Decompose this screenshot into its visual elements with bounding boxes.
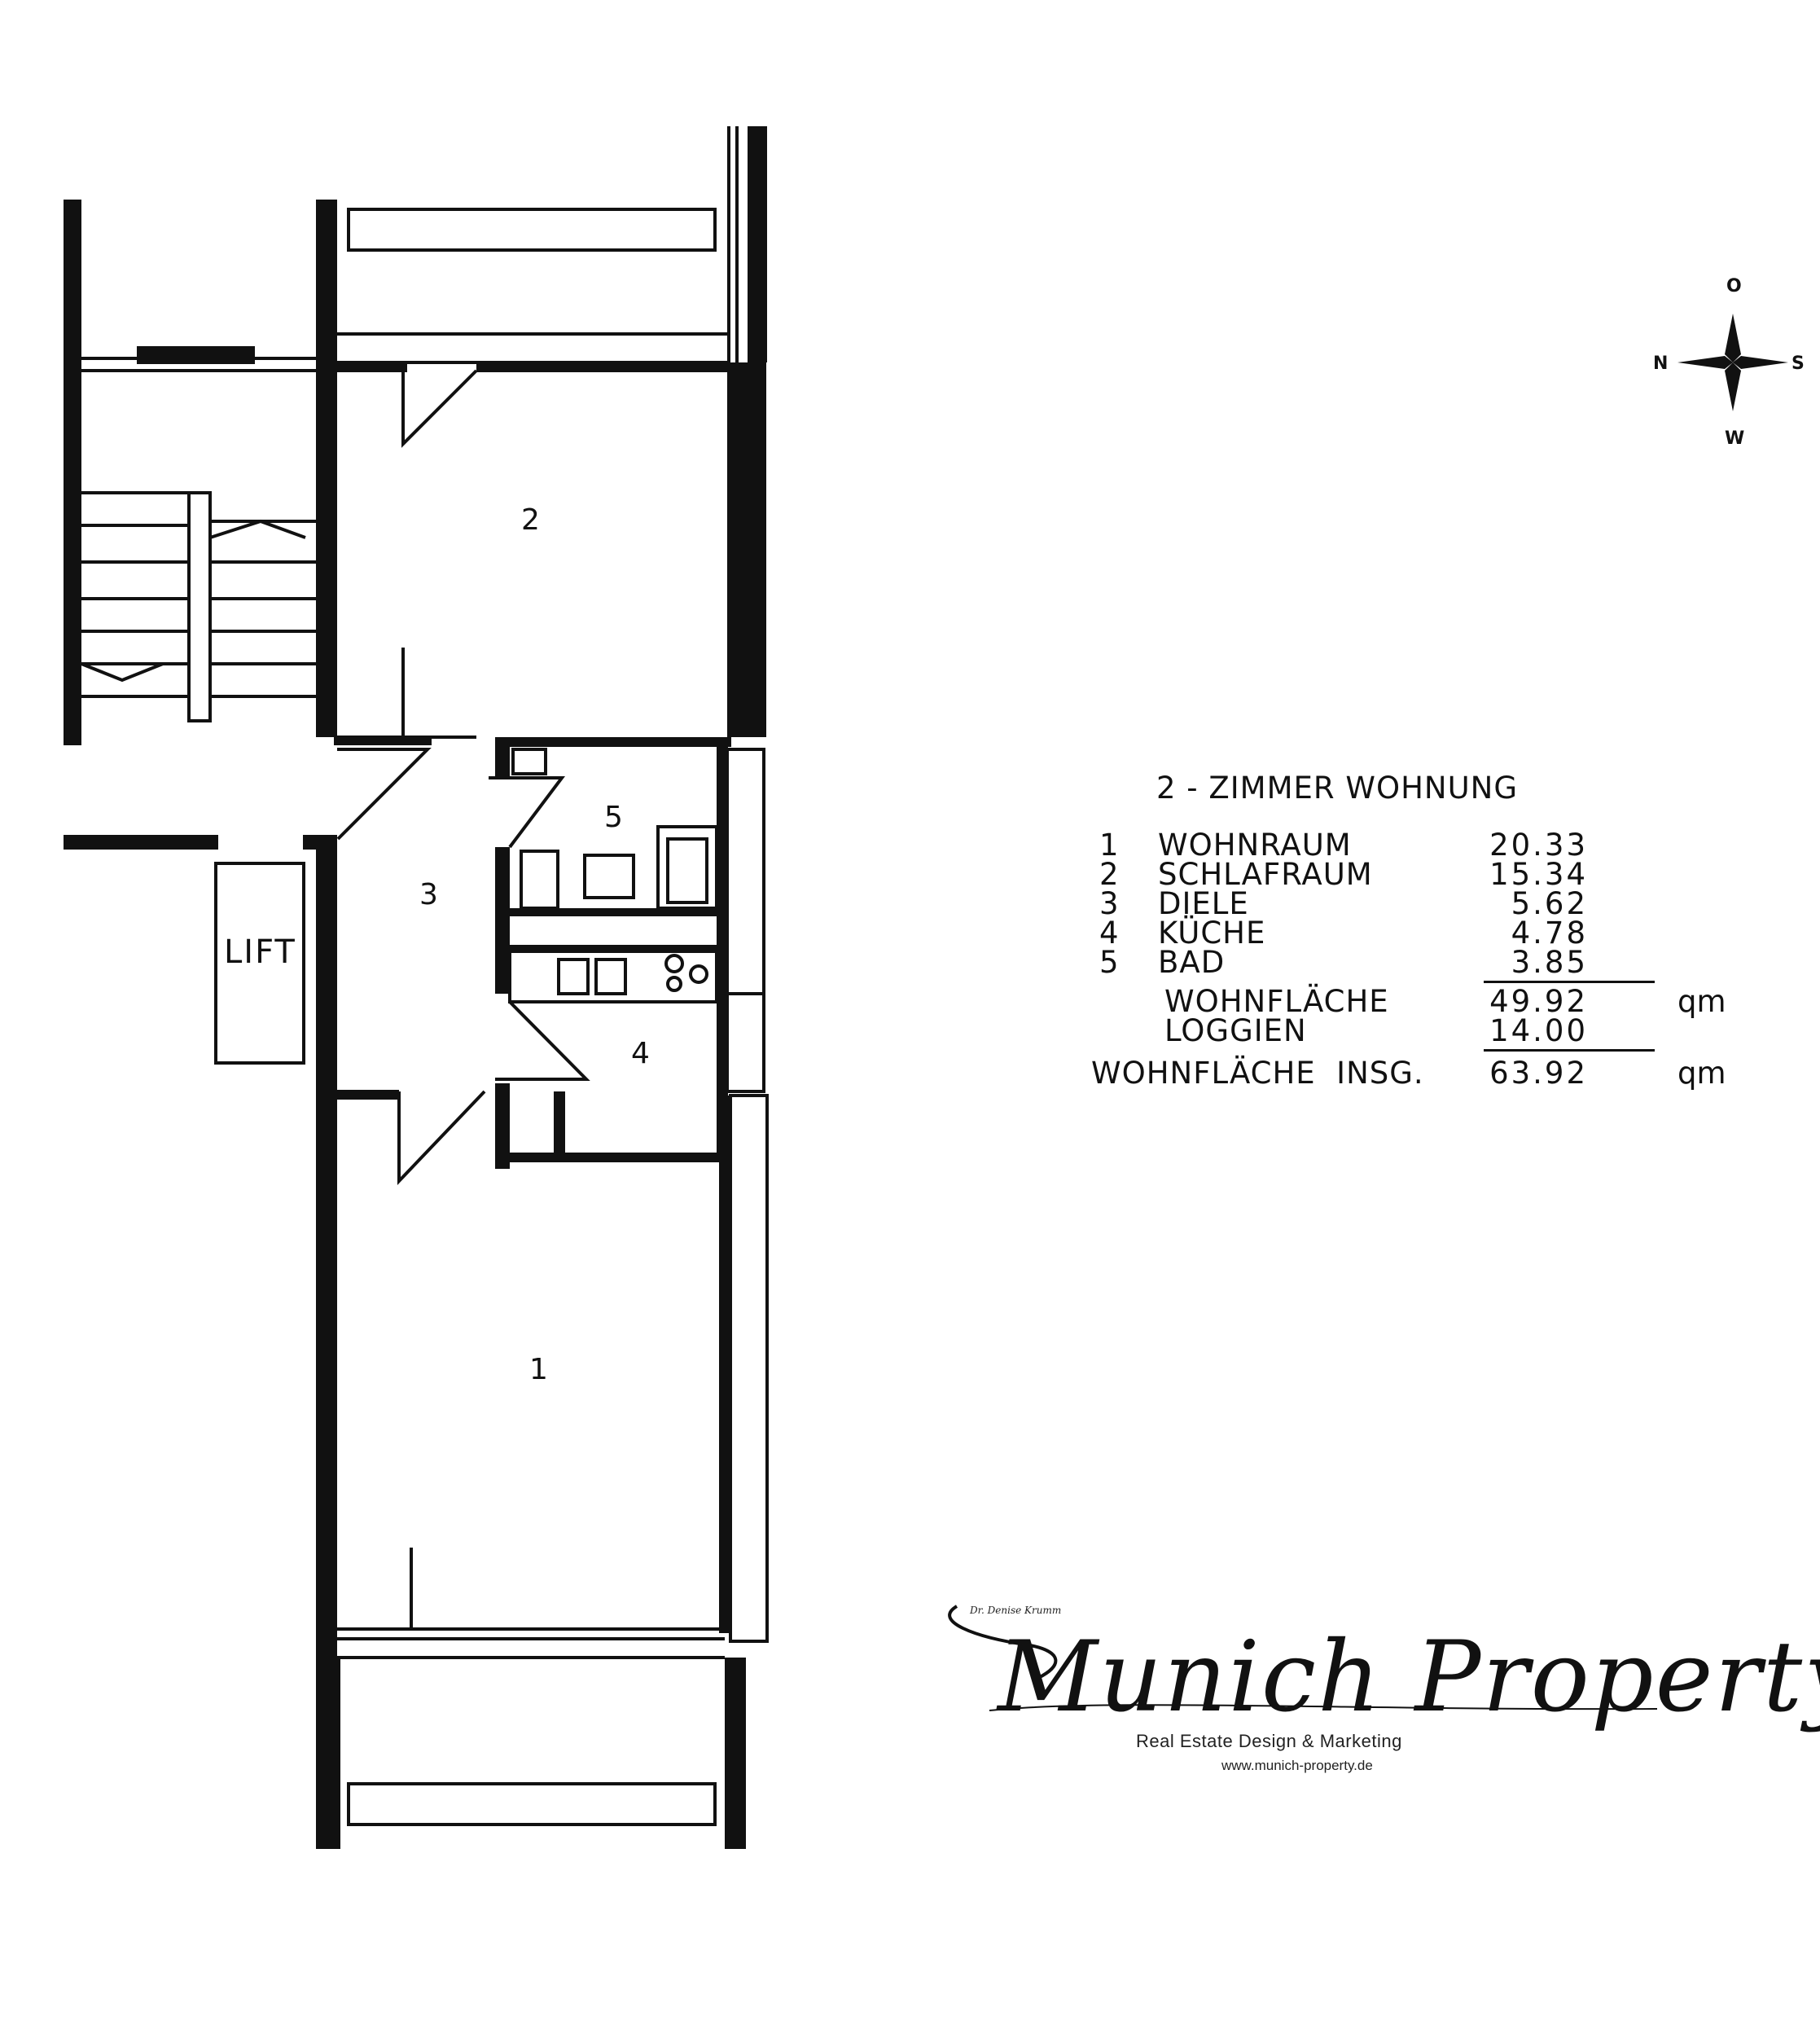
legend-row: 1 WOHNRAUM 20.33 [1091, 828, 1743, 863]
legend-row-value: 4.78 [1511, 916, 1588, 951]
legend-row-num: 2 [1099, 857, 1119, 892]
legend-loggien-value: 14.00 [1489, 1013, 1588, 1048]
legend-row: 3 DIELE 5.62 [1091, 889, 1743, 919]
brand-signature: Dr. Denise Krumm [970, 1605, 1062, 1616]
legend-loggien-name: LOGGIEN [1164, 1013, 1307, 1048]
legend-row: 5 BAD 3.85 [1091, 945, 1743, 980]
compass-left: N [1653, 354, 1668, 374]
legend-row-name: BAD [1158, 945, 1226, 980]
legend-total-unit: qm [1677, 1056, 1726, 1091]
room-label-5: 5 [604, 801, 623, 834]
logo-swash [948, 1605, 1658, 1711]
legend-loggien: LOGGIEN 14.00 [1091, 1013, 1743, 1048]
legend-row-name: SCHLAFRAUM [1158, 857, 1373, 892]
legend-subtotal-value: 49.92 [1489, 984, 1588, 1019]
legend-row: 2 SCHLAFRAUM 15.34 [1091, 857, 1743, 892]
legend-row-name: WOHNRAUM [1158, 828, 1352, 863]
compass-bottom: W [1725, 428, 1744, 449]
compass-top: O [1726, 276, 1742, 296]
legend-row-num: 1 [1099, 828, 1119, 863]
legend-rule [1484, 1049, 1655, 1052]
room-label-3: 3 [419, 878, 438, 911]
legend-total: WOHNFLÄCHE INSG. 63.92 qm [1091, 1056, 1743, 1091]
room-label-1: 1 [529, 1353, 548, 1386]
legend-total-value: 63.92 [1489, 1056, 1588, 1091]
room-label-4: 4 [631, 1037, 650, 1070]
legend-heading: 2 - ZIMMER WOHNUNG [1156, 771, 1519, 806]
legend-row: 4 KÜCHE 4.78 [1091, 916, 1743, 951]
legend-subtotal-name: WOHNFLÄCHE [1164, 984, 1389, 1019]
legend-row-value: 5.62 [1511, 886, 1588, 921]
legend-row-value: 20.33 [1489, 828, 1588, 863]
thick-walls [64, 126, 767, 1849]
legend-row-num: 3 [1099, 886, 1119, 921]
legend-total-name: WOHNFLÄCHE INSG. [1091, 1056, 1424, 1091]
legend-row-num: 5 [1099, 945, 1119, 980]
legend-rule [1484, 981, 1655, 983]
brand-name: Munich Property [998, 1621, 1820, 1734]
lift-label: LIFT [224, 933, 296, 971]
legend-row-num: 4 [1099, 916, 1119, 951]
compass-icon: O N S W [1653, 276, 1805, 449]
legend-row-value: 15.34 [1489, 857, 1588, 892]
room-labels: 1 2 3 4 5 LIFT [224, 503, 650, 1386]
thin-lines [81, 126, 769, 1826]
brand-logo: Dr. Denise Krumm Munich Property Real Es… [941, 1588, 1820, 1816]
brand-url: www.munich-property.de [1221, 1758, 1373, 1773]
legend-subtotal-unit: qm [1677, 984, 1726, 1019]
compass-right: S [1791, 354, 1805, 374]
brand-tagline: Real Estate Design & Marketing [1136, 1731, 1402, 1751]
legend-row-name: KÜCHE [1158, 916, 1266, 951]
legend-row-value: 3.85 [1511, 945, 1588, 980]
legend-subtotal: WOHNFLÄCHE 49.92 qm [1091, 984, 1743, 1019]
room-label-2: 2 [521, 503, 540, 537]
legend-row-name: DIELE [1158, 886, 1249, 921]
